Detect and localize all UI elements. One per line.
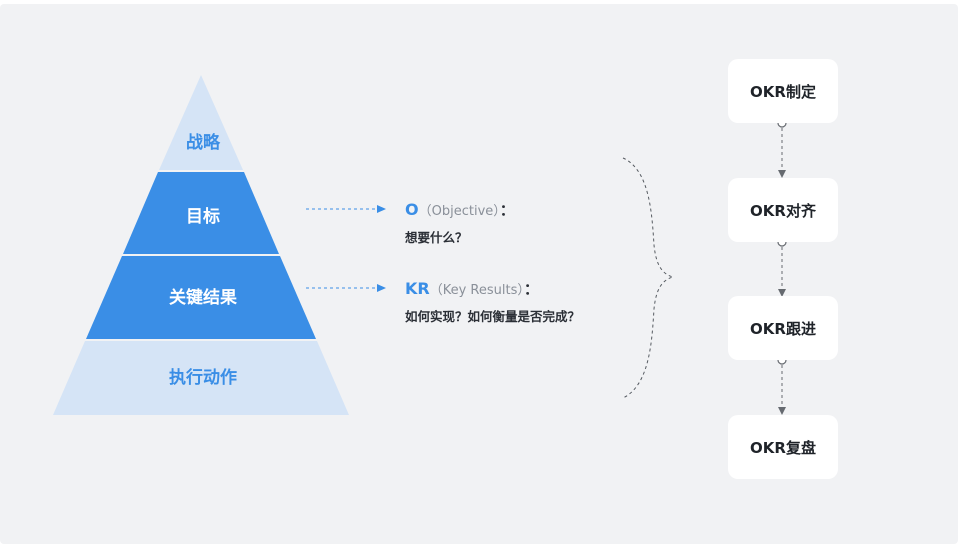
step-okr-alignment: OKR对齐: [728, 178, 838, 242]
kr-definition: KR（Key Results）： 如何实现？如何衡量是否完成？: [405, 279, 581, 324]
pyramid-level-objective: [123, 172, 279, 254]
step-okr-review: OKR复盘: [728, 415, 838, 479]
pyramid-level-strategy: [159, 75, 243, 170]
connector-arrow-head: [778, 289, 786, 297]
connector-1: [777, 118, 787, 178]
kr-full-name: （Key Results）: [429, 283, 524, 298]
pyramid-level-actions: [53, 341, 349, 415]
process-connectors: [777, 118, 787, 415]
pyramid-label-actions: 执行动作: [169, 367, 237, 388]
kr-arrow-head: [377, 284, 386, 292]
connector-arrow-head: [778, 407, 786, 415]
curly-brace: [622, 157, 675, 399]
pyramid-level-key-results: [86, 256, 316, 339]
connector-2: [777, 237, 787, 297]
step-okr-planning: OKR制定: [728, 59, 838, 123]
step-okr-tracking: OKR跟进: [728, 296, 838, 360]
connector-3: [777, 355, 787, 415]
pointer-arrows: [306, 205, 386, 292]
pyramid: 战略 目标 关键结果 执行动作: [53, 75, 349, 415]
objective-arrow-head: [377, 205, 386, 213]
kr-abbr: KR: [405, 279, 430, 298]
pyramid-label-objective: 目标: [186, 206, 220, 227]
objective-question: 想要什么？: [405, 230, 468, 245]
kr-question: 如何实现？如何衡量是否完成？: [405, 309, 581, 324]
objective-full-name: （Objective）: [418, 204, 500, 219]
objective-abbr: O: [405, 200, 419, 219]
objective-definition: O（Objective）： 想要什么？: [405, 200, 515, 245]
connector-arrow-head: [778, 170, 786, 178]
pyramid-label-key-results: 关键结果: [169, 287, 237, 308]
pyramid-label-strategy: 战略: [186, 132, 221, 153]
